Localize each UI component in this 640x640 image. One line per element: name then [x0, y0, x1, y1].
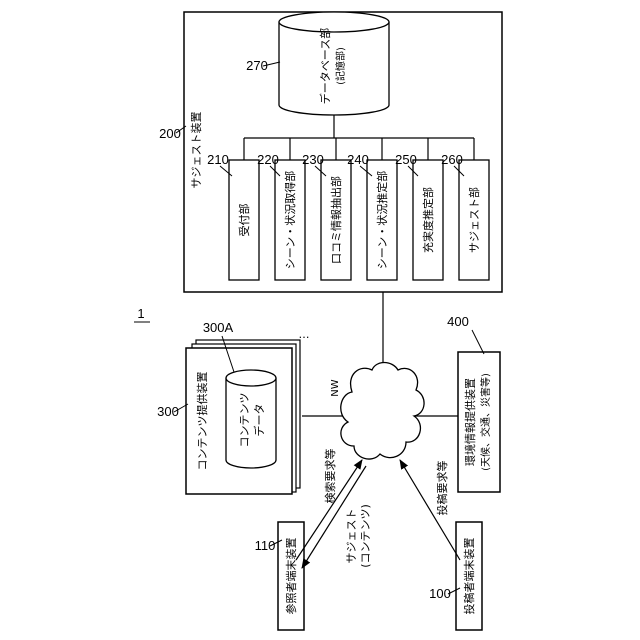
suggest-sublabel: (コンテンツ) — [359, 504, 372, 568]
network-cloud — [341, 363, 424, 460]
unit-label-220: シーン・状況取得部 — [283, 171, 297, 269]
unit-ref-210: 210 — [207, 152, 229, 167]
suggest-label: サジェスト — [345, 509, 358, 564]
post-request-label: 投稿要求等 — [435, 461, 449, 516]
env-device-sublabel: (天候、交通、災害等) — [479, 373, 492, 471]
unit-ref-220: 220 — [257, 152, 279, 167]
network-label: NW — [330, 379, 341, 396]
post-request-arrow — [400, 460, 460, 560]
content-data-label: コンテンツ — [238, 393, 251, 448]
search-request-label: 検索要求等 — [323, 449, 337, 504]
env-device-leader — [472, 330, 484, 354]
content-data-label2: データ — [252, 404, 266, 437]
database-sublabel: (記憶部) — [334, 47, 347, 85]
env-device-ref: 400 — [447, 314, 469, 329]
database-cylinder — [279, 12, 389, 115]
unit-label-260: サジェスト部 — [467, 187, 481, 253]
suggest-device-label: サジェスト装置 — [190, 112, 203, 189]
database-label: データベース部 — [318, 28, 332, 104]
env-device-label: 環境情報提供装置 — [463, 378, 477, 466]
viewer-terminal-ref: 110 — [255, 538, 276, 553]
unit-label-250: 充実度推定部 — [421, 187, 435, 253]
unit-label-240: シーン・状況推定部 — [375, 171, 389, 269]
poster-terminal-ref: 100 — [429, 586, 451, 601]
unit-ref-240: 240 — [347, 152, 369, 167]
content-device-stack-mark: … — [299, 328, 310, 341]
system-ref-label: 1 — [137, 306, 144, 321]
content-data-cylinder — [226, 370, 276, 468]
unit-ref-250: 250 — [395, 152, 417, 167]
viewer-terminal-label: 参照者端末装置 — [284, 538, 298, 615]
unit-ref-230: 230 — [302, 152, 324, 167]
poster-terminal-label: 投稿者端末装置 — [462, 538, 476, 615]
unit-label-210: 受付部 — [237, 204, 251, 237]
unit-label-230: 口コミ情報抽出部 — [329, 176, 343, 264]
suggest-device-ref: 200 — [159, 126, 181, 141]
content-device-label: コンテンツ提供装置 — [195, 372, 209, 471]
unit-ref-260: 260 — [441, 152, 463, 167]
content-device-stack-ref: 300A — [203, 320, 234, 335]
